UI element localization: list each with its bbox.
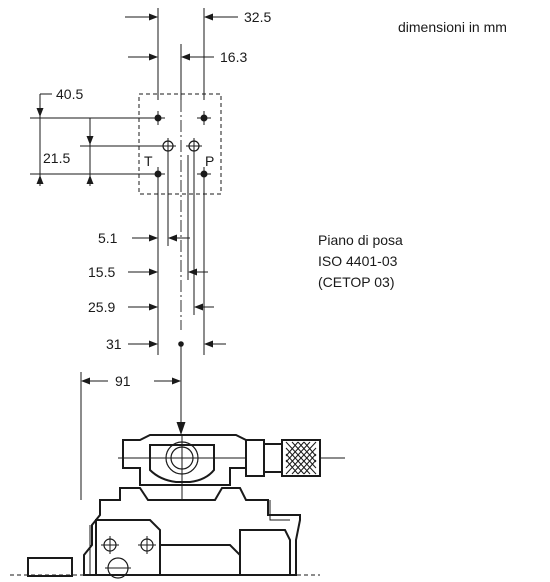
dimension-16-3: 16.3 <box>128 44 247 100</box>
dimension-31: 31 <box>106 336 226 352</box>
mounting-surface-line2: ISO 4401-03 <box>318 253 398 269</box>
dim-31-label: 31 <box>106 336 122 352</box>
dimension-21-5: 21.5 <box>43 118 168 186</box>
mounting-surface-line1: Piano di posa <box>318 232 403 248</box>
valve-axis <box>176 344 186 435</box>
fixing-hole-bottom-right <box>197 167 211 181</box>
fixing-hole-top-right <box>197 111 211 125</box>
dim-15-5-label: 15.5 <box>88 264 115 280</box>
dimension-40-5: 40.5 <box>30 86 155 186</box>
dimension-25-9: 25.9 <box>88 299 214 315</box>
port-t-hole <box>160 138 176 154</box>
dimension-5-1: 5.1 <box>98 230 190 246</box>
port-t-label: T <box>144 153 153 169</box>
dimension-15-5: 15.5 <box>88 264 208 280</box>
port-p-label: P <box>205 153 214 169</box>
mounting-surface-line3: (CETOP 03) <box>318 274 395 290</box>
dim-40-5-label: 40.5 <box>56 86 83 102</box>
valve-body <box>10 434 345 579</box>
dim-32-5-label: 32.5 <box>244 9 271 25</box>
units-note: dimensioni in mm <box>398 19 507 35</box>
dim-16-3-label: 16.3 <box>220 49 247 65</box>
dim-5-1-label: 5.1 <box>98 230 118 246</box>
dim-25-9-label: 25.9 <box>88 299 115 315</box>
knurled-grip <box>285 441 317 475</box>
mounting-bolt-left <box>101 536 119 554</box>
port-p-hole <box>186 138 202 154</box>
reference-lines <box>157 100 205 355</box>
dimension-91: 91 <box>80 372 181 500</box>
dim-21-5-label: 21.5 <box>43 150 70 166</box>
dimension-32-5: 32.5 <box>125 8 271 100</box>
fixing-hole-bottom-left <box>151 167 165 181</box>
fixing-hole-top-left <box>151 111 165 125</box>
mounting-bolt-right <box>138 536 156 554</box>
dim-91-label: 91 <box>115 373 131 389</box>
mounting-plate: T P <box>138 93 222 195</box>
